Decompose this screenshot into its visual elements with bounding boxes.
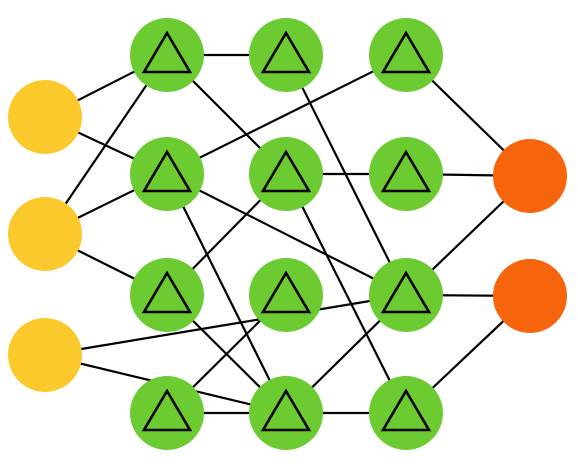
triangle-icon (141, 270, 193, 314)
node-output-1 (493, 259, 567, 333)
node-hidden-1-1 (130, 137, 204, 211)
triangle-icon (141, 388, 193, 432)
node-hidden-3-2 (369, 258, 443, 332)
triangle-icon (380, 30, 432, 74)
output-node-circle (493, 259, 567, 333)
triangle-icon (260, 149, 312, 193)
output-node-circle (493, 139, 567, 213)
triangle-icon (380, 149, 432, 193)
hidden-1-node-circle (130, 18, 204, 92)
edge-hidden-1-1-to-hidden-2-3 (166, 173, 287, 414)
input-node-circle (8, 318, 82, 392)
edge-hidden-1-1-to-hidden-3-0 (166, 54, 407, 175)
node-hidden-3-3 (369, 376, 443, 450)
node-hidden-1-0 (130, 18, 204, 92)
hidden-3-node-circle (369, 18, 443, 92)
node-hidden-2-3 (249, 376, 323, 450)
node-hidden-1-2 (130, 258, 204, 332)
hidden-1-node-circle (130, 376, 204, 450)
triangle-icon (380, 388, 432, 432)
node-hidden-2-1 (249, 137, 323, 211)
node-input-0 (8, 80, 82, 154)
triangle-icon (260, 30, 312, 74)
hidden-2-node-circle (249, 18, 323, 92)
node-hidden-3-1 (369, 137, 443, 211)
hidden-2-node-circle (249, 137, 323, 211)
triangle-icon (260, 388, 312, 432)
edge-input-2-to-hidden-3-2 (44, 293, 407, 357)
triangle-icon (380, 270, 432, 314)
node-input-1 (8, 197, 82, 271)
triangle-icon (141, 149, 193, 193)
hidden-1-node-circle (130, 137, 204, 211)
hidden-2-node-circle (249, 258, 323, 332)
edge-hidden-1-1-to-hidden-3-2 (166, 173, 407, 296)
network-nodes (8, 18, 567, 450)
hidden-1-node-circle (130, 258, 204, 332)
hidden-3-node-circle (369, 376, 443, 450)
input-node-circle (8, 197, 82, 271)
node-output-0 (493, 139, 567, 213)
node-hidden-2-0 (249, 18, 323, 92)
hidden-2-node-circle (249, 376, 323, 450)
connection-lines (44, 53, 531, 415)
triangle-icon (141, 30, 193, 74)
triangle-icon (260, 270, 312, 314)
hidden-3-node-circle (369, 258, 443, 332)
node-hidden-2-2 (249, 258, 323, 332)
input-node-circle (8, 80, 82, 154)
edge-hidden-2-1-to-hidden-3-3 (285, 173, 407, 414)
hidden-3-node-circle (369, 137, 443, 211)
node-input-2 (8, 318, 82, 392)
node-hidden-1-3 (130, 376, 204, 450)
node-hidden-3-0 (369, 18, 443, 92)
